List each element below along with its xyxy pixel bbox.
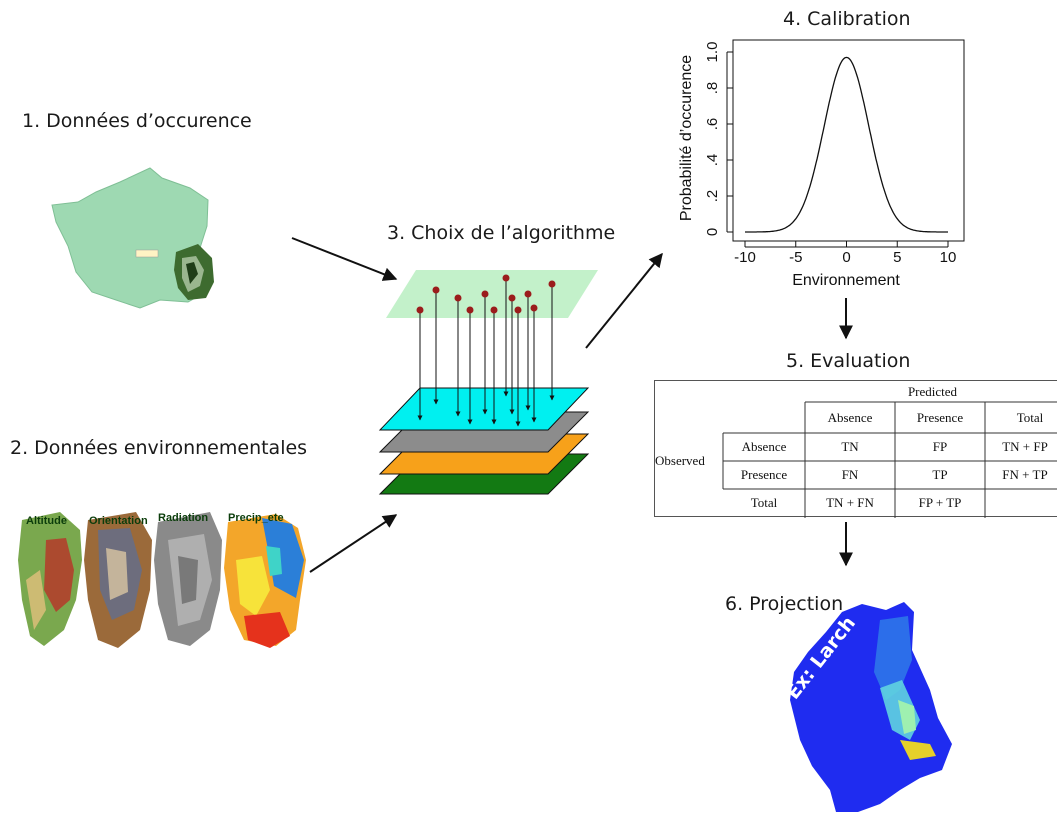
env-label-altitude: Altitude — [26, 515, 67, 527]
predicted-header: Predicted — [907, 384, 958, 399]
row-label-presence: Presence — [740, 467, 788, 482]
y-axis-title: Probabilité d’occurence — [678, 54, 695, 222]
env-map-radiation — [154, 512, 222, 646]
y-tick-label: .6 — [704, 117, 721, 131]
calibration-axes — [726, 51, 949, 248]
observed-header: Observed — [655, 453, 705, 468]
y-tick-label: .2 — [704, 189, 721, 203]
france-map — [51, 167, 214, 309]
env-label-orientation: Orientation — [89, 515, 148, 527]
env-map-altitude — [18, 512, 82, 646]
row-label-total: Total — [750, 495, 778, 510]
env-label-precip: Precip_ete — [228, 512, 284, 524]
x-tick-label: -10 — [734, 249, 756, 266]
confusion-table: Predicted Absence Presence Total Observe… — [654, 380, 1057, 518]
calibration-plot-frame — [732, 39, 965, 242]
cell-tp: TP — [932, 467, 948, 482]
y-tick-label: 0 — [704, 227, 721, 237]
row-label-absence: Absence — [741, 439, 787, 454]
cell-tn-fn: TN + FN — [826, 495, 874, 510]
arrow-occurrence-to-algo — [291, 237, 398, 281]
step-6-title: 6. Projection — [725, 593, 844, 615]
cell-fp: FP — [932, 439, 948, 454]
x-tick-label: 10 — [939, 249, 957, 266]
col-header-presence: Presence — [916, 410, 964, 425]
col-header-total: Total — [1016, 410, 1044, 425]
projection-map — [790, 602, 952, 812]
env-map-precip — [224, 514, 306, 648]
x-tick-label: -5 — [789, 249, 803, 266]
step-4-title: 4. Calibration — [783, 8, 911, 30]
step-5-title: 5. Evaluation — [786, 350, 911, 372]
cell-fn: FN — [841, 467, 859, 482]
env-map-orientation — [84, 512, 152, 648]
cell-fp-tp: FP + TP — [918, 495, 962, 510]
env-label-radiation: Radiation — [158, 512, 209, 524]
x-tick-label: 0 — [842, 249, 851, 266]
x-axis-title: Environnement — [792, 272, 900, 289]
y-tick-label: .4 — [704, 153, 721, 167]
step-3-title: 3. Choix de l’algorithme — [387, 222, 616, 244]
arrow-algo-to-calibration — [585, 252, 663, 349]
step-2-title: 2. Données environnementales — [10, 437, 308, 459]
step-1-title: 1. Données d’occurence — [22, 110, 252, 132]
arrow-env-to-algo — [309, 514, 398, 573]
layer-occurrence-plane — [386, 270, 598, 318]
cell-tn-fp: TN + FP — [1002, 439, 1048, 454]
occurrence-points — [416, 274, 556, 427]
alps-inset — [174, 244, 214, 300]
y-tick-label: 1.0 — [704, 41, 721, 63]
x-tick-label: 5 — [893, 249, 902, 266]
y-tick-label: .8 — [704, 81, 721, 95]
cell-fn-tp: FN + TP — [1002, 467, 1048, 482]
col-header-absence: Absence — [827, 410, 873, 425]
cell-tn: TN — [841, 439, 859, 454]
calibration-curve — [745, 56, 948, 233]
